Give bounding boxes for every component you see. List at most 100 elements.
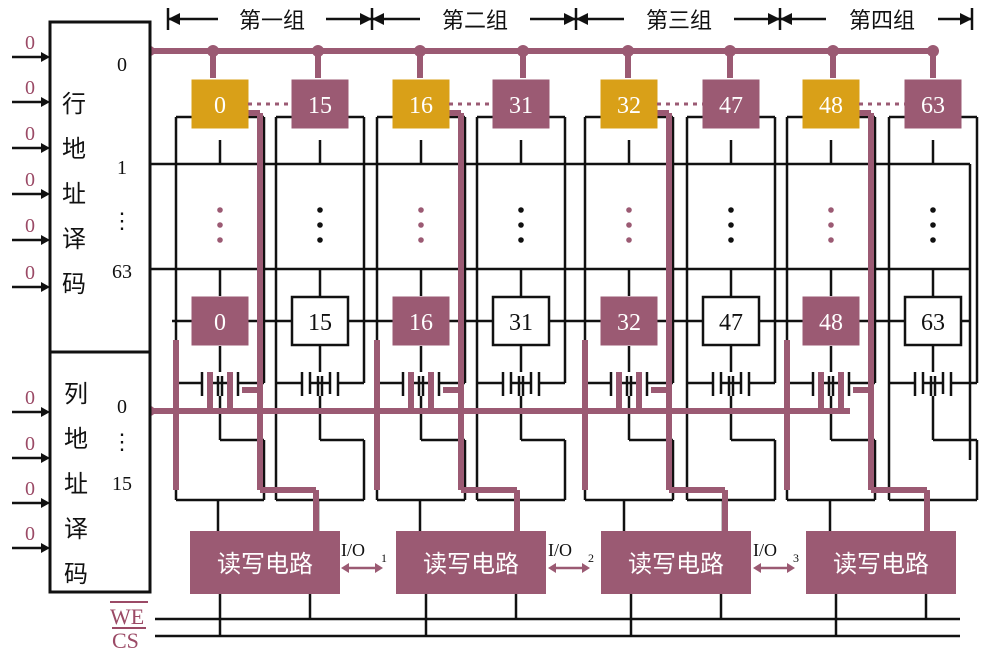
ellipsis-dot xyxy=(626,222,632,228)
junction-dot xyxy=(622,45,634,57)
top-cell: 47 xyxy=(702,79,760,129)
rw-circuit: 读写电路 xyxy=(601,531,751,594)
junction-dot xyxy=(724,45,736,57)
rw-circuit: 读写电路 xyxy=(806,531,956,594)
bottom-cell: 32 xyxy=(600,296,658,346)
bottom-cell: 47 xyxy=(701,295,761,347)
bottom-cell-box xyxy=(191,296,249,346)
group-label-4: 第四组 xyxy=(849,9,915,34)
ellipsis-dot xyxy=(828,237,834,243)
bottom-cell-box xyxy=(600,296,658,346)
top-cell: 48 xyxy=(802,79,860,129)
bit-line-wiring xyxy=(150,115,979,638)
top-cell-label: 31 xyxy=(509,93,533,119)
bottom-cell-box xyxy=(802,296,860,346)
top-cell: 15 xyxy=(291,79,349,129)
col-out: 15 xyxy=(112,473,132,495)
ellipsis-dot xyxy=(930,207,936,213)
junction-dot xyxy=(927,45,939,57)
bottom-cell: 0 xyxy=(191,296,249,346)
row-out: ⋮ xyxy=(111,208,133,233)
io-arrow-head xyxy=(582,563,590,573)
ellipsis-dot xyxy=(828,207,834,213)
bottom-cell-label: 48 xyxy=(819,310,843,336)
ellipsis-dot xyxy=(317,237,323,243)
io-label: I/O xyxy=(753,540,777,560)
ellipsis-dot xyxy=(728,222,734,228)
io-subscript: 1 xyxy=(381,551,387,565)
top-cell-box xyxy=(802,79,860,129)
ellipsis-dot xyxy=(418,222,424,228)
top-cell-box xyxy=(702,79,760,129)
input-arrow-head xyxy=(41,498,50,508)
io-arrow-head xyxy=(787,563,795,573)
io-subscript: 3 xyxy=(793,551,799,565)
bottom-cell: 15 xyxy=(290,295,350,347)
top-cell: 0 xyxy=(191,79,249,129)
bottom-cell: 16 xyxy=(392,296,450,346)
io-label: I/O xyxy=(341,540,365,560)
junction-dot xyxy=(207,45,219,57)
row-decoder-label: 址 xyxy=(62,180,86,208)
row-input-digit: 0 xyxy=(25,77,35,99)
col-input-digit: 0 xyxy=(25,433,35,455)
ellipsis-dot xyxy=(317,207,323,213)
ellipsis-dot xyxy=(217,222,223,228)
group-label-3: 第三组 xyxy=(646,9,712,34)
col-decoder-label: 址 xyxy=(64,470,88,498)
row-input-digit: 0 xyxy=(25,215,35,237)
bottom-cell-label: 32 xyxy=(617,310,641,336)
col-decoder-label: 列 xyxy=(64,380,88,408)
group-header xyxy=(166,8,974,30)
top-cell-label: 0 xyxy=(214,93,226,119)
top-cell: 32 xyxy=(600,79,658,129)
bottom-cell: 48 xyxy=(802,296,860,346)
input-arrow-head xyxy=(41,282,50,292)
row-input-digit: 0 xyxy=(25,262,35,284)
top-cell-label: 15 xyxy=(308,93,332,119)
bottom-cell-box xyxy=(392,296,450,346)
rw-circuit-box xyxy=(806,531,956,594)
row-decoder-label: 码 xyxy=(62,270,86,298)
bottom-cell-box xyxy=(701,295,761,347)
bottom-cell: 63 xyxy=(903,295,963,347)
row-decoder-label: 地 xyxy=(62,135,86,163)
group-label-1: 第一组 xyxy=(239,9,305,34)
bottom-cell-label: 15 xyxy=(308,310,332,336)
col-input-digit: 0 xyxy=(25,387,35,409)
bottom-cell-box xyxy=(491,295,551,347)
col-input-digit: 0 xyxy=(25,523,35,545)
io-arrow-head xyxy=(753,563,761,573)
top-cell-label: 63 xyxy=(921,93,945,119)
top-cell-label: 47 xyxy=(719,93,743,119)
ellipsis-dot xyxy=(728,207,734,213)
rw-circuit: 读写电路 xyxy=(396,531,546,594)
io-arrow-head xyxy=(375,563,383,573)
rw-circuit-label: 读写电路 xyxy=(423,550,519,578)
bottom-cell: 31 xyxy=(491,295,551,347)
ellipsis-dot xyxy=(930,222,936,228)
ellipsis-dot xyxy=(217,207,223,213)
bottom-cell-label: 63 xyxy=(921,310,945,336)
ellipsis-dot xyxy=(518,222,524,228)
rw-circuit-box xyxy=(190,531,340,594)
row-decoder xyxy=(48,20,152,354)
cs-label: CS xyxy=(112,628,139,653)
row-input-digit: 0 xyxy=(25,169,35,191)
io-label: I/O xyxy=(548,540,572,560)
input-arrow-head xyxy=(41,97,50,107)
ellipsis-dot xyxy=(626,237,632,243)
top-cell-label: 16 xyxy=(409,93,433,119)
top-cell: 63 xyxy=(904,79,962,129)
bottom-cell-box xyxy=(290,295,350,347)
row-input-digit: 0 xyxy=(25,32,35,54)
group-label-2: 第二组 xyxy=(442,9,508,34)
row-out: 1 xyxy=(117,157,127,179)
io-arrow-head xyxy=(548,563,556,573)
ellipsis-dot xyxy=(418,207,424,213)
ellipsis-dot xyxy=(626,207,632,213)
col-decoder xyxy=(48,350,152,594)
rw-circuit-label: 读写电路 xyxy=(628,550,724,578)
input-arrow-head xyxy=(41,407,50,417)
